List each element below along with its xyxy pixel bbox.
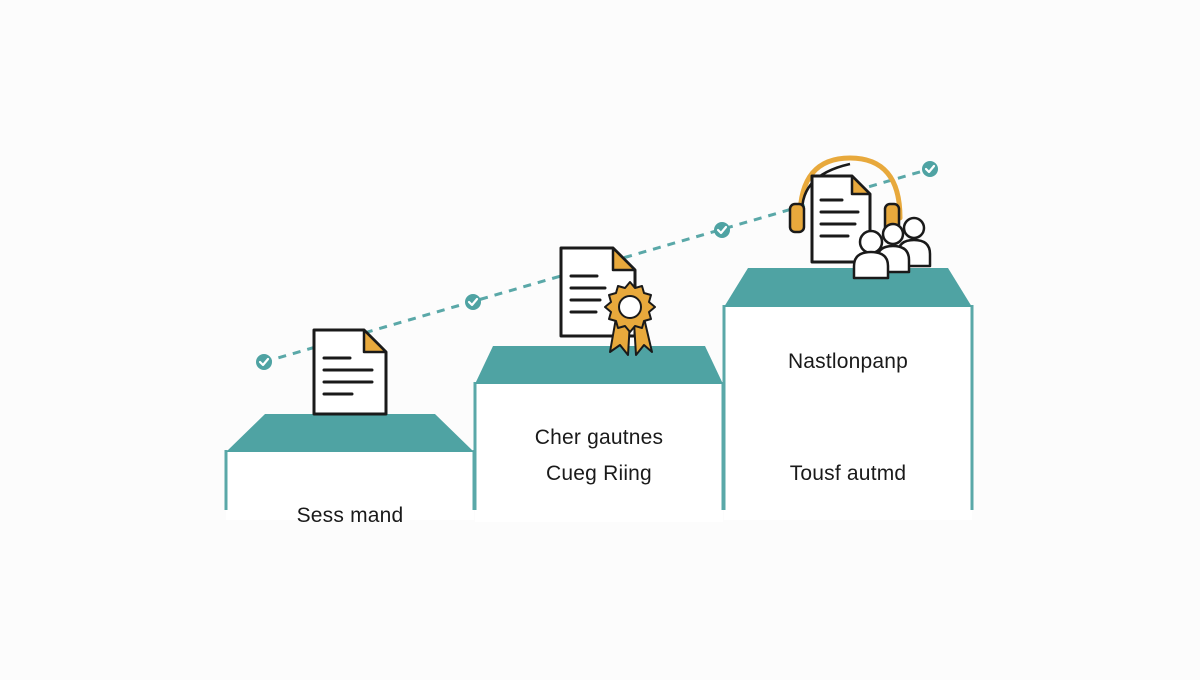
step-2-label-line-1: Cher gautnes	[534, 426, 664, 449]
checkpoint-3	[714, 222, 730, 238]
checkpoint-1	[256, 354, 272, 370]
step-3-label-line-1: Nastlonpanp	[787, 350, 909, 373]
step-2-label-line-2: Cueg Riing	[546, 462, 652, 485]
support-team-document-icon	[788, 155, 932, 280]
step-1-label: Sess mand	[296, 504, 404, 527]
step-3-block	[722, 268, 974, 520]
document-icon	[312, 328, 388, 416]
step-1-block	[224, 414, 476, 520]
check-icon	[716, 225, 728, 235]
step-3-label-line-2: Tousf autmd	[789, 462, 907, 485]
check-icon	[258, 357, 270, 367]
certified-document-icon	[559, 246, 656, 356]
step-2-block	[473, 346, 725, 522]
person-icon	[852, 229, 890, 280]
check-icon	[924, 164, 936, 174]
step-1-top	[226, 414, 474, 452]
checkpoint-4	[922, 161, 938, 177]
check-icon	[467, 297, 479, 307]
step-2-top	[475, 346, 723, 384]
step-3-top	[724, 268, 972, 307]
checkpoint-2	[465, 294, 481, 310]
